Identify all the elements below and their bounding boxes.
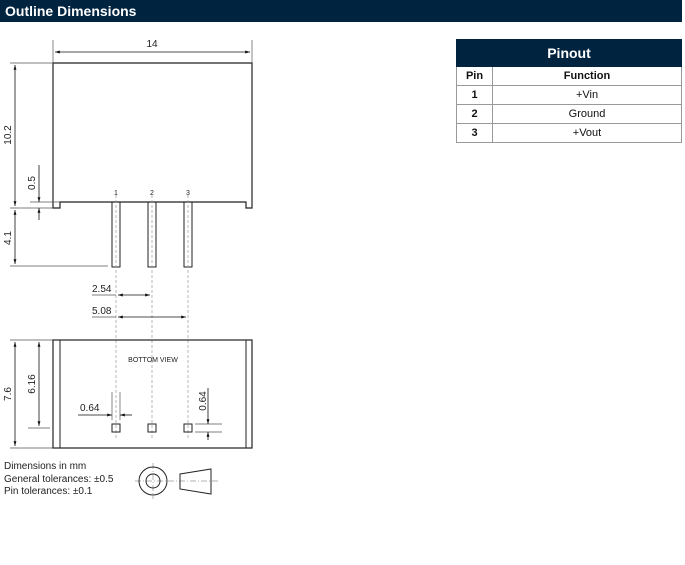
pin-function: Ground: [492, 104, 682, 124]
pin-number: 1: [456, 85, 493, 105]
dim-pin-length: 4.1: [3, 231, 14, 245]
note-pin-tolerance: Pin tolerances: ±0.1: [4, 486, 93, 497]
projection-symbol-icon: [135, 463, 218, 499]
body-bottom-view: [52, 339, 253, 449]
pin-pad-2: [147, 423, 157, 433]
pinout-title: Pinout: [456, 39, 682, 67]
table-row: 1+Vin: [456, 85, 682, 105]
dim-standoff: 0.5: [27, 176, 38, 190]
dim-pin-width: 0.64: [80, 403, 100, 414]
pin-number: 3: [456, 123, 493, 143]
pin-label-1: 1: [114, 190, 118, 197]
pin-pad-3: [183, 423, 193, 433]
dim-depth: 7.6: [3, 387, 14, 401]
note-general-tolerance: General tolerances: ±0.5: [4, 473, 114, 485]
pin-function: +Vout: [492, 123, 682, 143]
section-header: Outline Dimensions: [0, 0, 682, 22]
note-units: Dimensions in mm: [4, 461, 87, 472]
dim-width: 14: [146, 39, 158, 50]
table-row: 3+Vout: [456, 123, 682, 143]
dim-pitch-1: 2.54: [92, 284, 112, 295]
dimension-notes: Dimensions in mm General tolerances: ±0.…: [4, 461, 113, 499]
pin-label-3: 3: [186, 190, 190, 197]
pin-label-2: 2: [150, 190, 154, 197]
pin-pad-1: [111, 423, 121, 433]
dim-pitch-2: 5.08: [92, 306, 112, 317]
bottom-view-label: BOTTOM VIEW: [128, 357, 178, 364]
pin-number: 2: [456, 104, 493, 124]
dim-pin-row: 6.16: [27, 374, 38, 394]
pin-function: +Vin: [492, 85, 682, 105]
body-side-view: [52, 62, 253, 209]
col-header-pin: Pin: [456, 66, 493, 86]
col-header-function: Function: [492, 66, 682, 86]
dim-pin-height: 0.64: [198, 391, 209, 411]
dim-height: 10.2: [3, 125, 14, 145]
